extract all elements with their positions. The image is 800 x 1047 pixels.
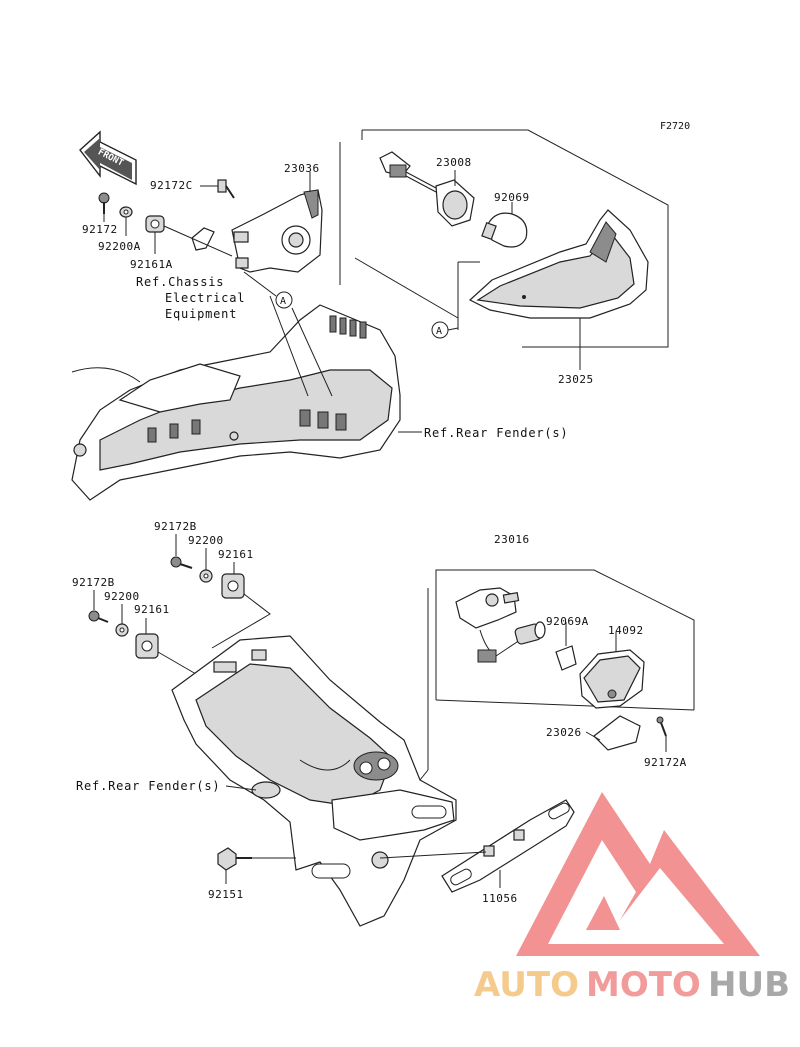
triangle-logo-icon — [516, 792, 760, 956]
ref-chassis-line3: Equipment — [165, 307, 237, 321]
upper-rear-fender — [71, 304, 401, 501]
label-23016: 23016 — [494, 533, 530, 546]
label-92172C: 92172C — [150, 179, 193, 192]
front-arrow-icon: FRONT — [79, 130, 137, 186]
label-92151: 92151 — [208, 888, 244, 901]
washer-92200-upper — [199, 548, 213, 583]
label-14092: 14092 — [608, 624, 644, 637]
label-92069A: 92069A — [546, 615, 589, 628]
watermark-hub: HUB — [708, 965, 790, 1005]
label-92200-a: 92200 — [188, 534, 224, 547]
ref-rear-fender-upper: Ref.Rear Fender(s) — [424, 426, 568, 440]
grommet-92161-upper — [211, 562, 271, 649]
screw-92172A — [656, 716, 667, 752]
figure-code: F2720 — [660, 121, 690, 132]
watermark-moto: MOTO — [586, 965, 701, 1005]
svg-text:A: A — [436, 326, 442, 337]
label-92172: 92172 — [82, 223, 118, 236]
label-23025: 23025 — [558, 373, 594, 386]
label-92172A: 92172A — [644, 756, 687, 769]
label-23008: 23008 — [436, 156, 472, 169]
bracket-23036 — [231, 172, 323, 273]
label-92161-a: 92161 — [218, 548, 254, 561]
label-92172B-a: 92172B — [154, 520, 197, 533]
labels-lower: 92172B 92200 92161 92172B 92200 92161 23… — [72, 520, 687, 905]
bolt-92172B-lower — [88, 590, 109, 623]
bolt-92172 — [98, 192, 110, 222]
upper-assembly-frame — [339, 129, 669, 348]
label-92161A: 92161A — [130, 258, 173, 271]
ref-chassis-line2: Electrical — [165, 291, 245, 305]
label-23036: 23036 — [284, 162, 320, 175]
bulb-92069 — [481, 202, 528, 248]
label-92200A: 92200A — [98, 240, 141, 253]
label-11056: 11056 — [482, 892, 518, 905]
labels-upper: 23036 23008 92069 92172C 92172 92200A 92… — [82, 156, 594, 440]
lower-assembly-frame — [419, 569, 695, 781]
watermark-logo: AUTO MOTO HUB — [474, 792, 790, 1005]
label-92172B-b: 92172B — [72, 576, 115, 589]
marker-a-left: A — [275, 291, 293, 309]
marker-a-right: A — [431, 321, 449, 339]
grommet-92161A — [145, 215, 233, 257]
label-23026: 23026 — [546, 726, 582, 739]
washer-92200A — [119, 206, 133, 236]
label-92200-b: 92200 — [104, 590, 140, 603]
bulb-socket-23008 — [379, 151, 475, 227]
tail-lens-23025 — [468, 209, 649, 370]
grommet-92161-lower — [135, 618, 197, 675]
label-92161-b: 92161 — [134, 603, 170, 616]
svg-text:A: A — [280, 296, 286, 307]
ref-chassis-line1: Ref.Chassis — [136, 275, 224, 289]
license-light-housing — [455, 587, 521, 663]
label-92069: 92069 — [494, 191, 530, 204]
bolt-92151 — [217, 847, 296, 884]
ref-rear-fender-lower: Ref.Rear Fender(s) — [76, 779, 220, 793]
bolt-92172B-upper — [170, 534, 193, 569]
lower-rear-fender — [171, 635, 457, 927]
cover-23026 — [585, 715, 641, 751]
plate-bracket-11056 — [379, 799, 575, 893]
washer-92200-lower — [115, 604, 129, 637]
socket-wedge — [514, 621, 546, 645]
screw-92172C — [200, 179, 235, 199]
bulb-92069A — [555, 622, 577, 671]
watermark-auto: AUTO — [474, 965, 579, 1005]
lens-14092 — [579, 632, 645, 709]
